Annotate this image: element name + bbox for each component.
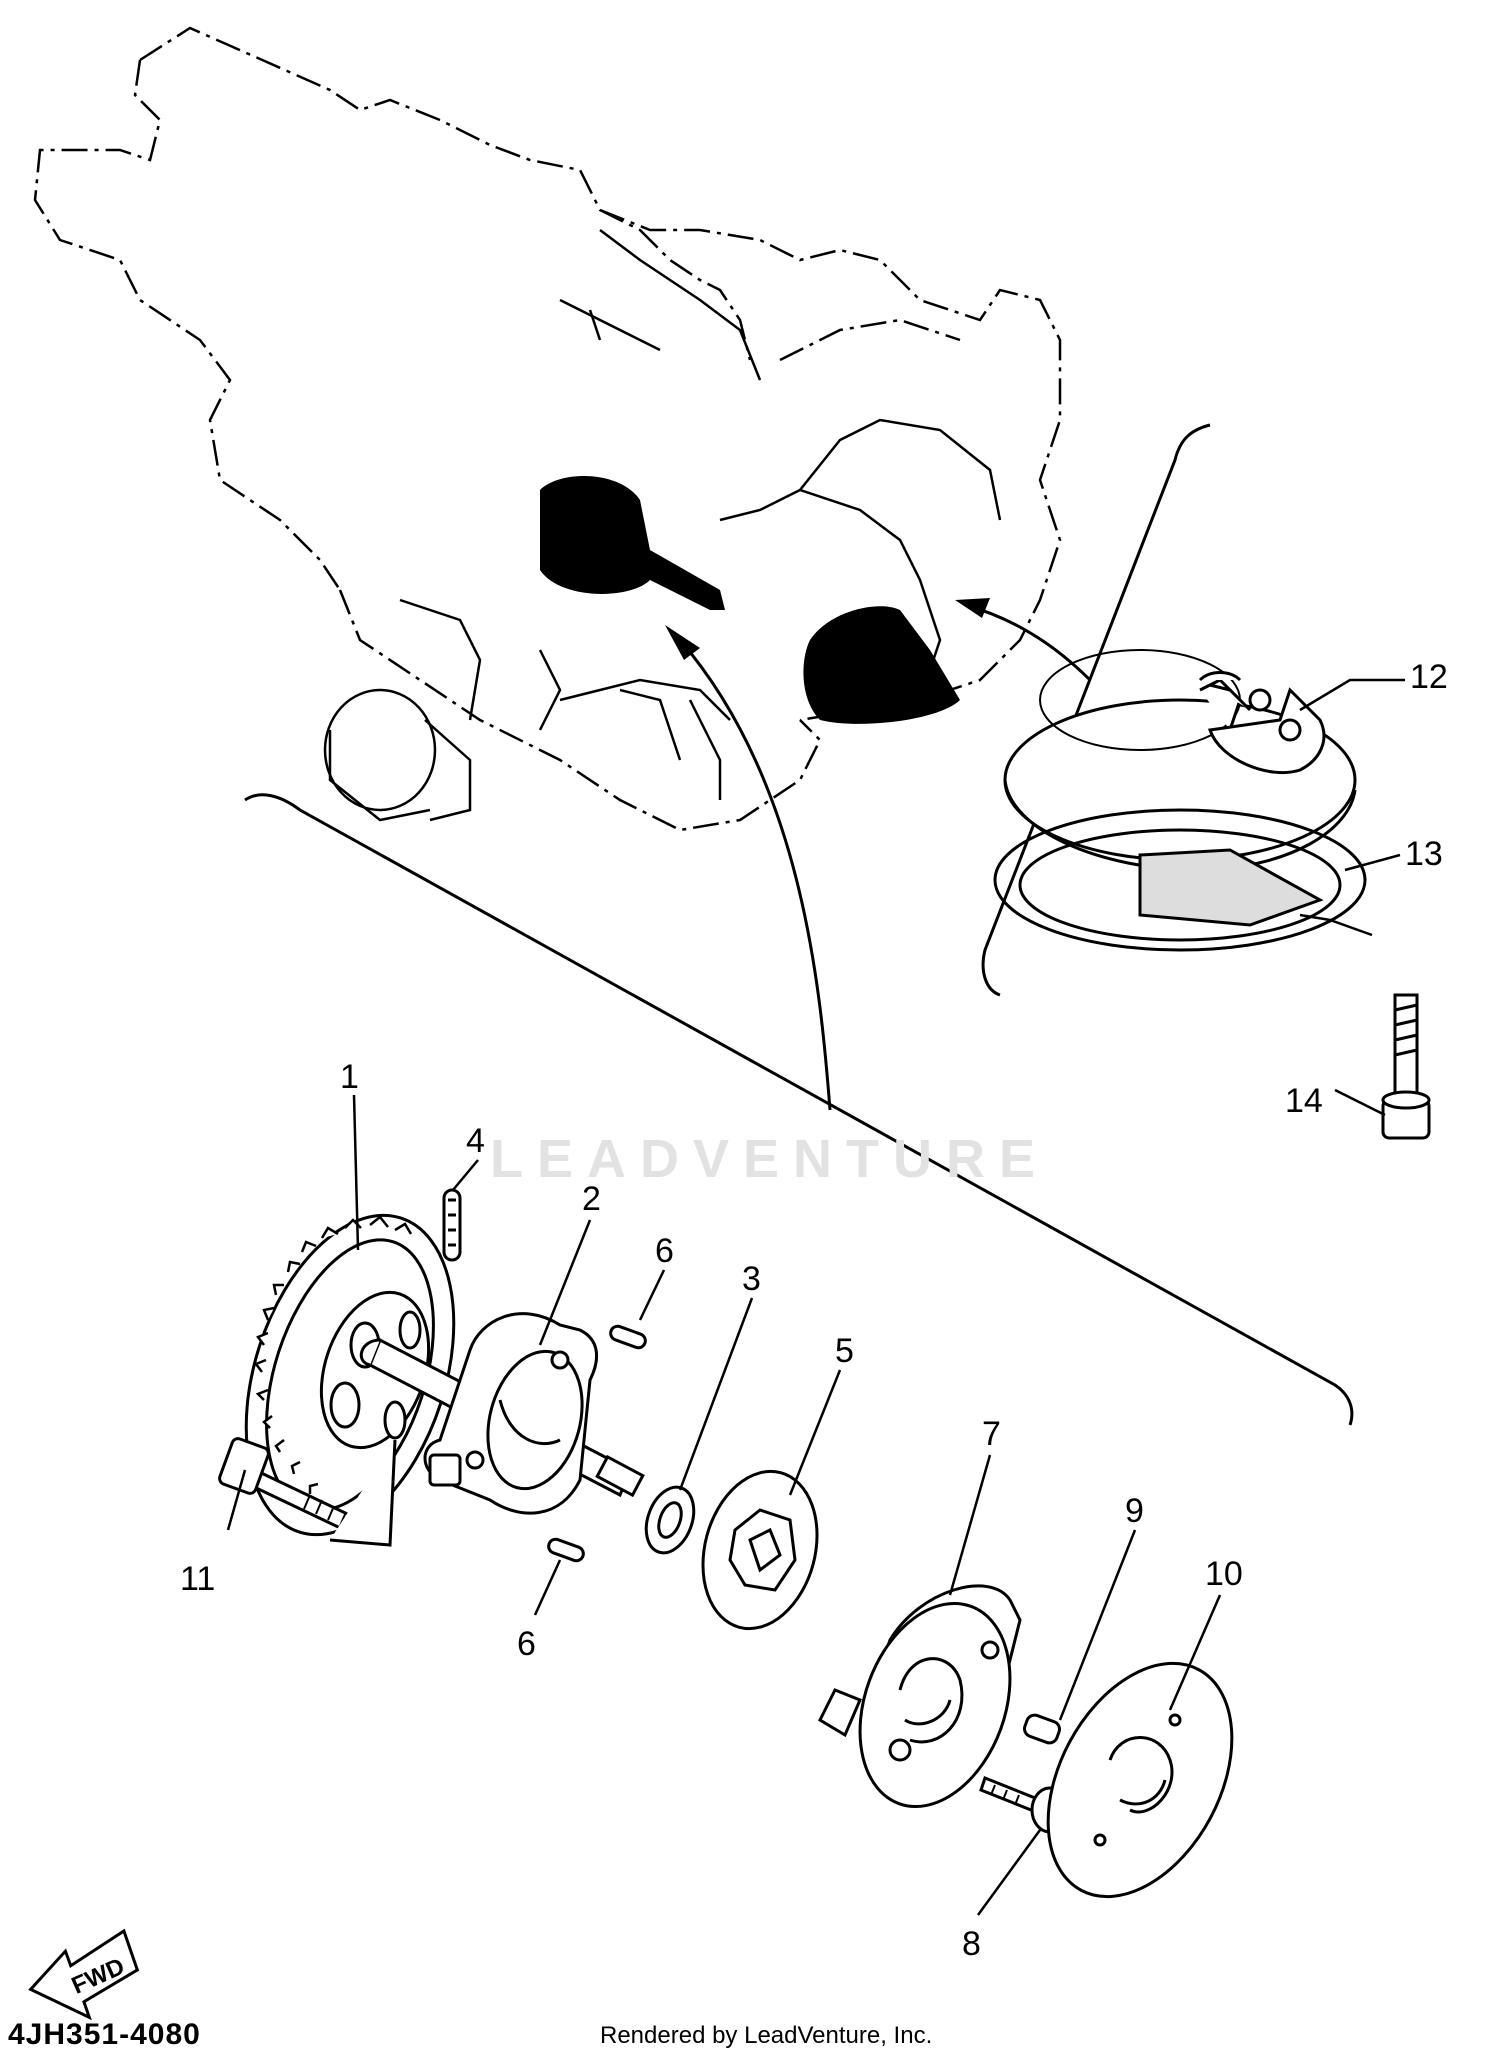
- callout-7: 7: [982, 1415, 1001, 1453]
- callout-14: 14: [1285, 1082, 1323, 1120]
- oil-pump-housing: [423, 1312, 599, 1515]
- callout-4: 4: [466, 1122, 485, 1160]
- dowel-pin-9: [1023, 1713, 1061, 1745]
- strainer-bolt: [1381, 993, 1431, 1140]
- fwd-arrow-icon: FWD: [28, 1928, 140, 2021]
- oil-strainer-opening: [803, 606, 960, 724]
- oil-pump-cover: [818, 1584, 1022, 1809]
- arrow-head-icon: [955, 598, 990, 618]
- strainer-gasket: [993, 808, 1367, 952]
- callout-1: 1: [340, 1058, 359, 1096]
- callout-11: 11: [180, 1560, 215, 1598]
- oil-seal: [644, 1485, 696, 1555]
- oil-pump-shaft-opening: [540, 476, 725, 610]
- pump-cover-plate: [1046, 1661, 1234, 1899]
- callout-10: 10: [1205, 1555, 1243, 1593]
- housing-bolt: [218, 1437, 397, 1547]
- callout-2: 2: [582, 1180, 601, 1218]
- callout-3: 3: [742, 1260, 761, 1298]
- arrow-head-icon: [665, 625, 700, 660]
- callout-6-upper: 6: [655, 1232, 674, 1270]
- leader-lines: [226, 678, 1405, 1916]
- callout-labels: 1 2 3 4 5 6 6 7 8 9 10 11 12 13 14: [180, 658, 1448, 1963]
- engine-outline: [33, 26, 1062, 832]
- main-bracket: [244, 793, 1354, 1426]
- callout-13: 13: [1405, 835, 1443, 873]
- callout-5: 5: [835, 1332, 854, 1370]
- dowel-pin-4: [442, 1188, 462, 1262]
- callout-8: 8: [962, 1925, 981, 1963]
- dowel-pin-6-lower: [547, 1537, 585, 1563]
- rendered-by-credit: Rendered by LeadVenture, Inc.: [600, 2022, 933, 2049]
- inset-bracket: [981, 423, 1211, 997]
- oil-pump-driven-gear: [244, 1213, 456, 1537]
- inner-rotor: [701, 1469, 819, 1631]
- watermark: LEADVENTURE: [490, 1129, 1050, 1189]
- callout-6-lower: 6: [517, 1625, 536, 1663]
- diagram-code: 4JH351-4080: [8, 2018, 201, 2051]
- oil-strainer: [1003, 649, 1357, 872]
- dowel-pin-6-upper: [609, 1324, 647, 1350]
- engine-details: [323, 229, 1002, 822]
- callout-12: 12: [1410, 658, 1448, 696]
- callout-9: 9: [1125, 1492, 1144, 1530]
